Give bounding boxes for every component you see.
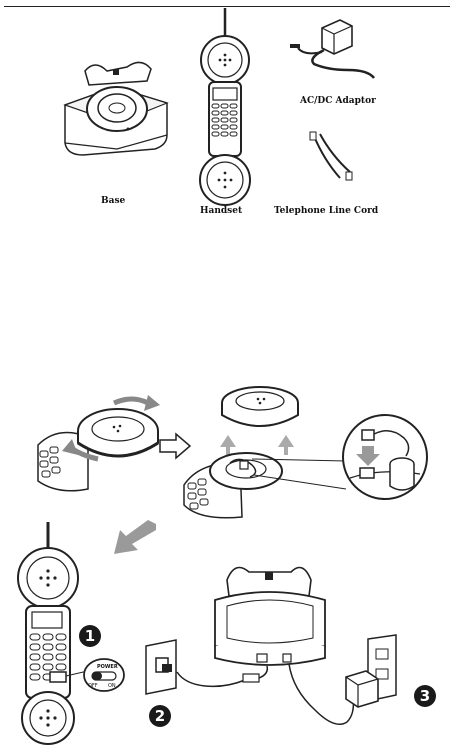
wall-outlet-adaptor-illustration [338, 635, 408, 715]
handset-illustration [195, 8, 255, 208]
line-cord-illustration [300, 130, 360, 190]
top-rule [4, 6, 450, 7]
earpiece-removed-illustration [180, 385, 350, 520]
caption-base: Base [101, 196, 125, 206]
caption-adaptor: AC/DC Adaptor [300, 96, 376, 106]
switch-off-label: OFF [88, 683, 98, 689]
switch-on-label: ON [108, 683, 116, 689]
step-2-badge: 2 [149, 705, 171, 727]
step-3-badge: 3 [414, 685, 436, 707]
earpiece-twist-illustration [28, 385, 168, 495]
battery-detail-illustration [340, 412, 430, 502]
power-switch-label: POWER [97, 664, 118, 670]
adaptor-illustration [288, 12, 378, 87]
base-illustration [55, 45, 175, 165]
caption-handset: Handset [200, 206, 242, 216]
caption-cord: Telephone Line Cord [274, 206, 378, 216]
step-1-badge: 1 [79, 625, 101, 647]
handset-power-illustration [6, 520, 126, 745]
